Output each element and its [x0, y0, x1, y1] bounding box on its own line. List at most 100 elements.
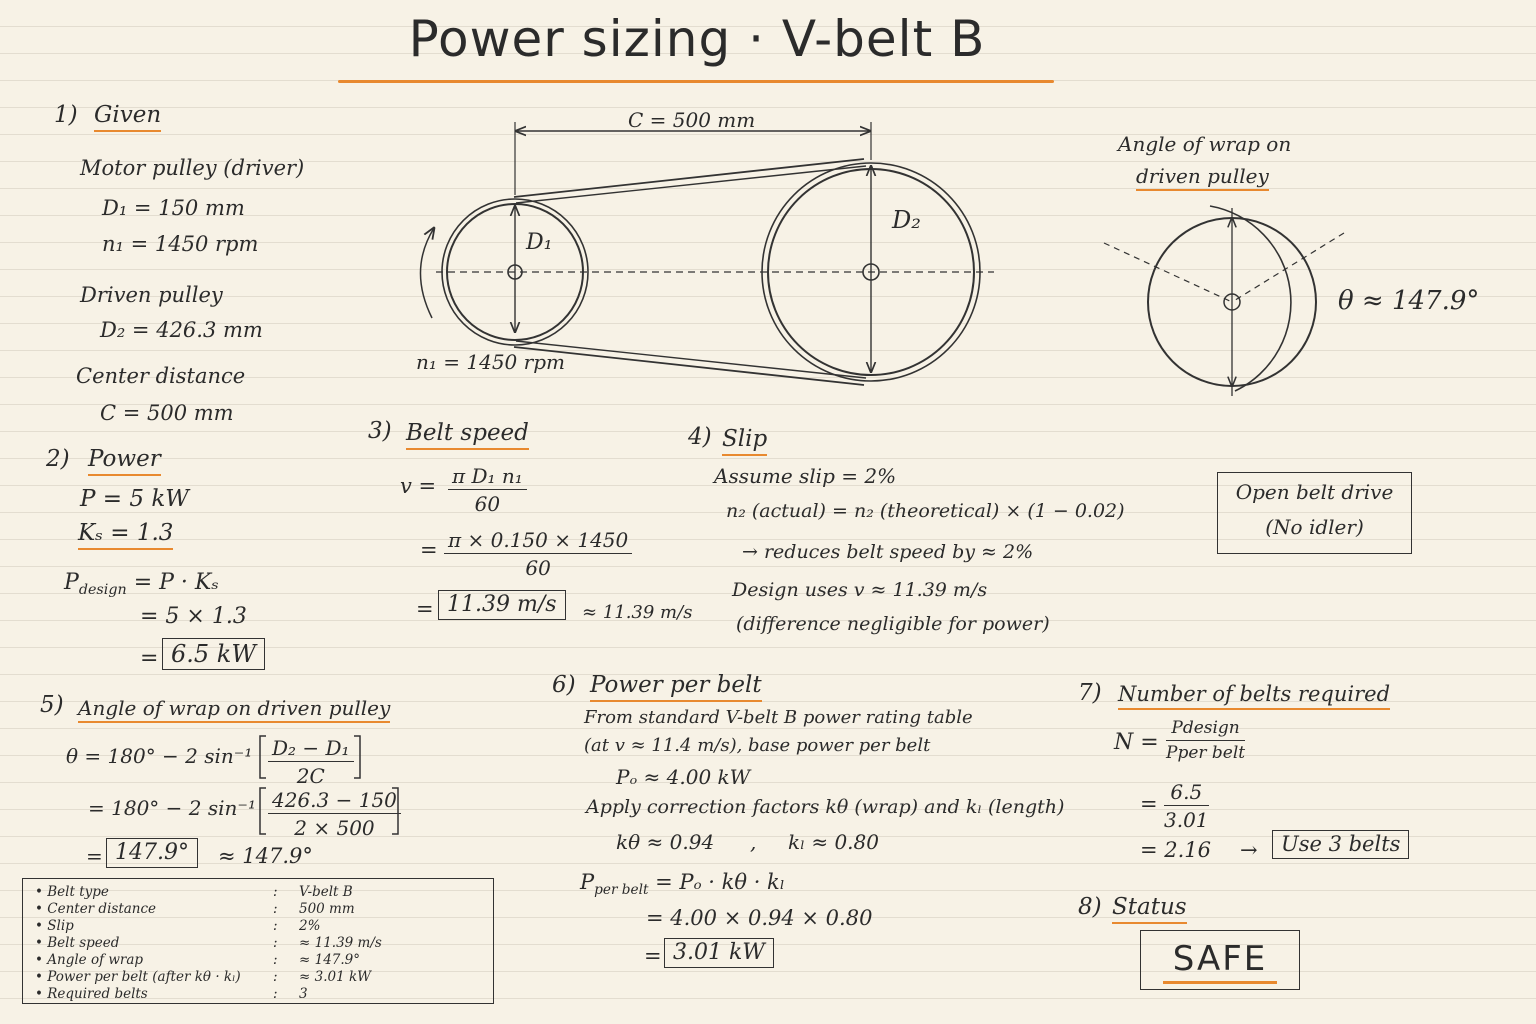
- summary-key: • Belt type: [35, 884, 109, 900]
- status-box: SAFE: [1140, 930, 1300, 990]
- belt-top-span: [513, 158, 865, 198]
- d2-value: D₂ = 426.3 mm: [100, 318, 263, 342]
- pdesign-subscript: design: [78, 582, 127, 598]
- belt-top-span-inner: [515, 165, 867, 204]
- pper-result: 3.01 kW: [664, 938, 774, 968]
- summary-value: ≈ 3.01 kW: [299, 969, 372, 985]
- k-l-value: kₗ ≈ 0.80: [788, 830, 879, 854]
- s7-number: 7): [1078, 680, 1102, 706]
- pdesign-step: = 5 × 1.3: [140, 604, 247, 629]
- belts-fraction-1-den: Pper belt: [1166, 743, 1246, 763]
- s1-heading: Given: [94, 104, 162, 132]
- driven-pulley-label: Driven pulley: [80, 283, 223, 307]
- wrap-formula-pre: θ = 180° − 2 sin⁻¹: [66, 744, 253, 768]
- speed-approx: ≈ 11.39 m/s: [582, 602, 693, 623]
- summary-colon: :: [273, 901, 278, 917]
- summary-row: • Angle of wrap:≈ 147.9°: [35, 952, 493, 969]
- right-bracket-1: [354, 735, 361, 779]
- wrap-result: 147.9°: [106, 838, 198, 868]
- pdesign-rhs: = P · Kₛ: [133, 570, 219, 595]
- wrap-dash-left: [1103, 242, 1233, 303]
- belts-fraction-2-num: 6.5: [1164, 782, 1209, 806]
- center-distance-label: C = 500 mm: [628, 108, 756, 132]
- n1-diagram-label: n₁ = 1450 rpm: [416, 350, 565, 374]
- summary-colon: :: [273, 918, 278, 934]
- speed-eq-3: =: [416, 597, 434, 621]
- belts-n-label: N =: [1114, 730, 1159, 755]
- status-value: SAFE: [1162, 939, 1278, 984]
- wrap-fraction-1-num: D₂ − D₁: [268, 738, 354, 762]
- pper-subscript: per belt: [594, 881, 649, 898]
- summary-row: • Center distance:500 mm: [35, 901, 493, 918]
- pdesign-equals: =: [140, 646, 159, 671]
- summary-value: ≈ 147.9°: [299, 952, 361, 968]
- wrap-dash-right: [1231, 232, 1345, 303]
- pper-formula: Pper belt = Pₒ · kθ · kₗ: [580, 872, 785, 897]
- wrap-fraction-2-num: 426.3 − 150: [268, 790, 401, 814]
- s8-heading: Status: [1112, 896, 1187, 924]
- open-belt-line1: Open belt drive: [1235, 480, 1394, 504]
- center-distance-heading: Center distance: [76, 364, 246, 388]
- k-theta-value: kθ ≈ 0.94: [616, 830, 715, 854]
- wrap-title-line1: Angle of wrap on: [1118, 132, 1292, 156]
- summary-row: • Belt speed:≈ 11.39 m/s: [35, 935, 493, 952]
- wrap-title-line2: driven pulley: [1136, 166, 1269, 191]
- speed-fraction-1-den: 60: [474, 492, 501, 516]
- summary-row: • Belt type:V-belt B: [35, 884, 493, 901]
- s2-number: 2): [46, 446, 70, 472]
- belts-ratio: = 2.16: [1140, 838, 1212, 862]
- s8-number: 8): [1078, 894, 1102, 920]
- s6-heading: Power per belt: [590, 674, 762, 702]
- belt-bottom-span: [513, 346, 865, 386]
- open-belt-drive-note: Open belt drive (No idler): [1217, 472, 1412, 554]
- driven-belt-wrap: [761, 162, 981, 382]
- wrap-angle-diagram: [1103, 205, 1345, 396]
- summary-table: • Belt type:V-belt B • Center distance:5…: [22, 878, 494, 1004]
- d2-label: D₂: [892, 206, 921, 234]
- theta-label: θ ≈ 147.9°: [1338, 286, 1480, 316]
- bracket-group: [259, 735, 399, 835]
- summary-row: • Power per belt (after kθ · kₗ):≈ 3.01 …: [35, 969, 493, 986]
- summary-key: • Slip: [35, 918, 74, 934]
- pdesign-symbol: P: [64, 570, 79, 595]
- motor-pulley-label: Motor pulley (driver): [80, 156, 305, 180]
- belts-fraction-1-num: Pdesign: [1166, 720, 1246, 741]
- s5-number: 5): [40, 692, 64, 718]
- d1-value: D₁ = 150 mm: [102, 196, 245, 220]
- summary-value: V-belt B: [299, 884, 353, 900]
- summary-row: • Required belts:3: [35, 986, 493, 1003]
- s1-number: 1): [54, 102, 78, 128]
- base-power: Pₒ ≈ 4.00 kW: [616, 765, 751, 789]
- pper-step: = 4.00 × 0.94 × 0.80: [646, 906, 873, 930]
- summary-key: • Required belts: [35, 986, 148, 1002]
- driver-pulley: [446, 203, 584, 341]
- result-arrow: →: [1240, 838, 1258, 862]
- speed-eq-2: =: [420, 538, 438, 562]
- wrap-fraction-2-den: 2 × 500: [294, 816, 375, 840]
- wrap-step-pre: = 180° − 2 sin⁻¹: [88, 796, 256, 820]
- s6-number: 6): [552, 672, 576, 698]
- summary-key: • Angle of wrap: [35, 952, 144, 968]
- pdesign-formula: Pdesign = P · Kₛ: [64, 570, 219, 598]
- speed-v-label: v =: [400, 474, 437, 498]
- d1-label: D₁: [526, 230, 553, 255]
- speed-result: 11.39 m/s: [438, 590, 566, 620]
- summary-key: • Power per belt (after kθ · kₗ): [35, 969, 241, 985]
- slip-n2: n₂ (actual) = n₂ (theoretical) × (1 − 0.…: [726, 500, 1125, 522]
- s2-heading: Power: [88, 448, 161, 476]
- pper-rhs: = Pₒ · kθ · kₗ: [655, 870, 785, 894]
- belt-bottom-span-inner: [515, 340, 867, 379]
- summary-value: 2%: [299, 918, 321, 934]
- belts-eq-2: =: [1140, 792, 1158, 816]
- s4-heading: Slip: [722, 428, 768, 456]
- wrap-fraction-1-den: 2C: [296, 764, 325, 788]
- wrap-approx: ≈ 147.9°: [218, 844, 313, 868]
- right-bracket-2: [392, 787, 399, 835]
- wrap-arc: [1209, 205, 1292, 392]
